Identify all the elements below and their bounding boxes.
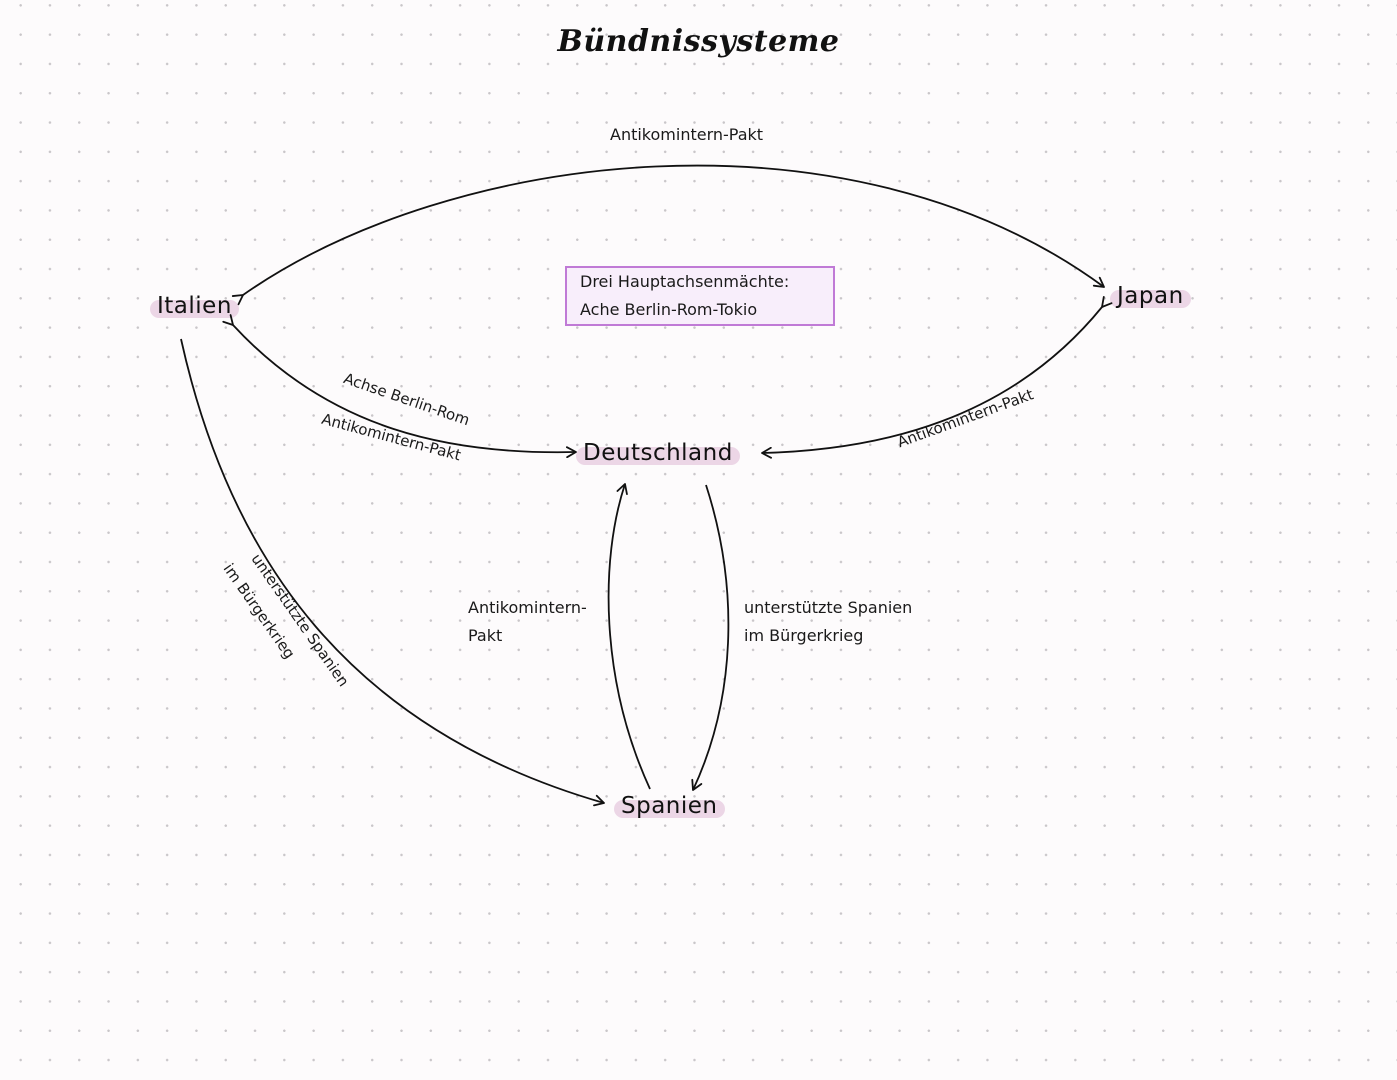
edge-deutschland-spanien xyxy=(691,484,730,791)
page-title: Bündnissysteme xyxy=(557,24,840,59)
edge-label-line: Antikomintern- xyxy=(468,598,587,617)
edge-italien-deutschland xyxy=(222,314,577,459)
node-japan-label: Japan xyxy=(1117,283,1184,309)
edge-label-deutschland-spanien: unterstützte Spanien im Bürgerkrieg xyxy=(744,594,912,650)
node-deutschland: Deutschland xyxy=(576,440,740,466)
edge-label-line: unterstützte Spanien xyxy=(744,598,913,617)
node-italien-label: Italien xyxy=(157,293,232,319)
node-spanien-label: Spanien xyxy=(621,793,718,819)
node-spanien: Spanien xyxy=(614,793,725,819)
node-japan: Japan xyxy=(1110,283,1191,309)
edge-spanien-deutschland xyxy=(607,483,651,790)
edge-label-line: Pakt xyxy=(468,626,503,645)
edge-italien-japan xyxy=(231,164,1105,306)
edge-japan-deutschland xyxy=(761,295,1113,459)
info-box: Drei Hauptachsenmächte: Ache Berlin-Rom-… xyxy=(565,266,835,326)
edge-label-line: im Bürgerkrieg xyxy=(744,626,864,645)
edge-label-spanien-deutschland: Antikomintern- Pakt xyxy=(468,594,587,650)
edge-label-antikomintern-top: Antikomintern-Pakt xyxy=(610,125,764,144)
node-italien: Italien xyxy=(150,293,239,319)
edge-label-antikomintern-japan-deutschland: Antikomintern-Pakt xyxy=(895,385,1036,451)
edge-italien-spanien xyxy=(180,338,605,807)
info-box-line-1: Drei Hauptachsenmächte: xyxy=(580,272,790,291)
info-box-line-2: Ache Berlin-Rom-Tokio xyxy=(580,300,758,319)
node-deutschland-label: Deutschland xyxy=(583,440,733,466)
